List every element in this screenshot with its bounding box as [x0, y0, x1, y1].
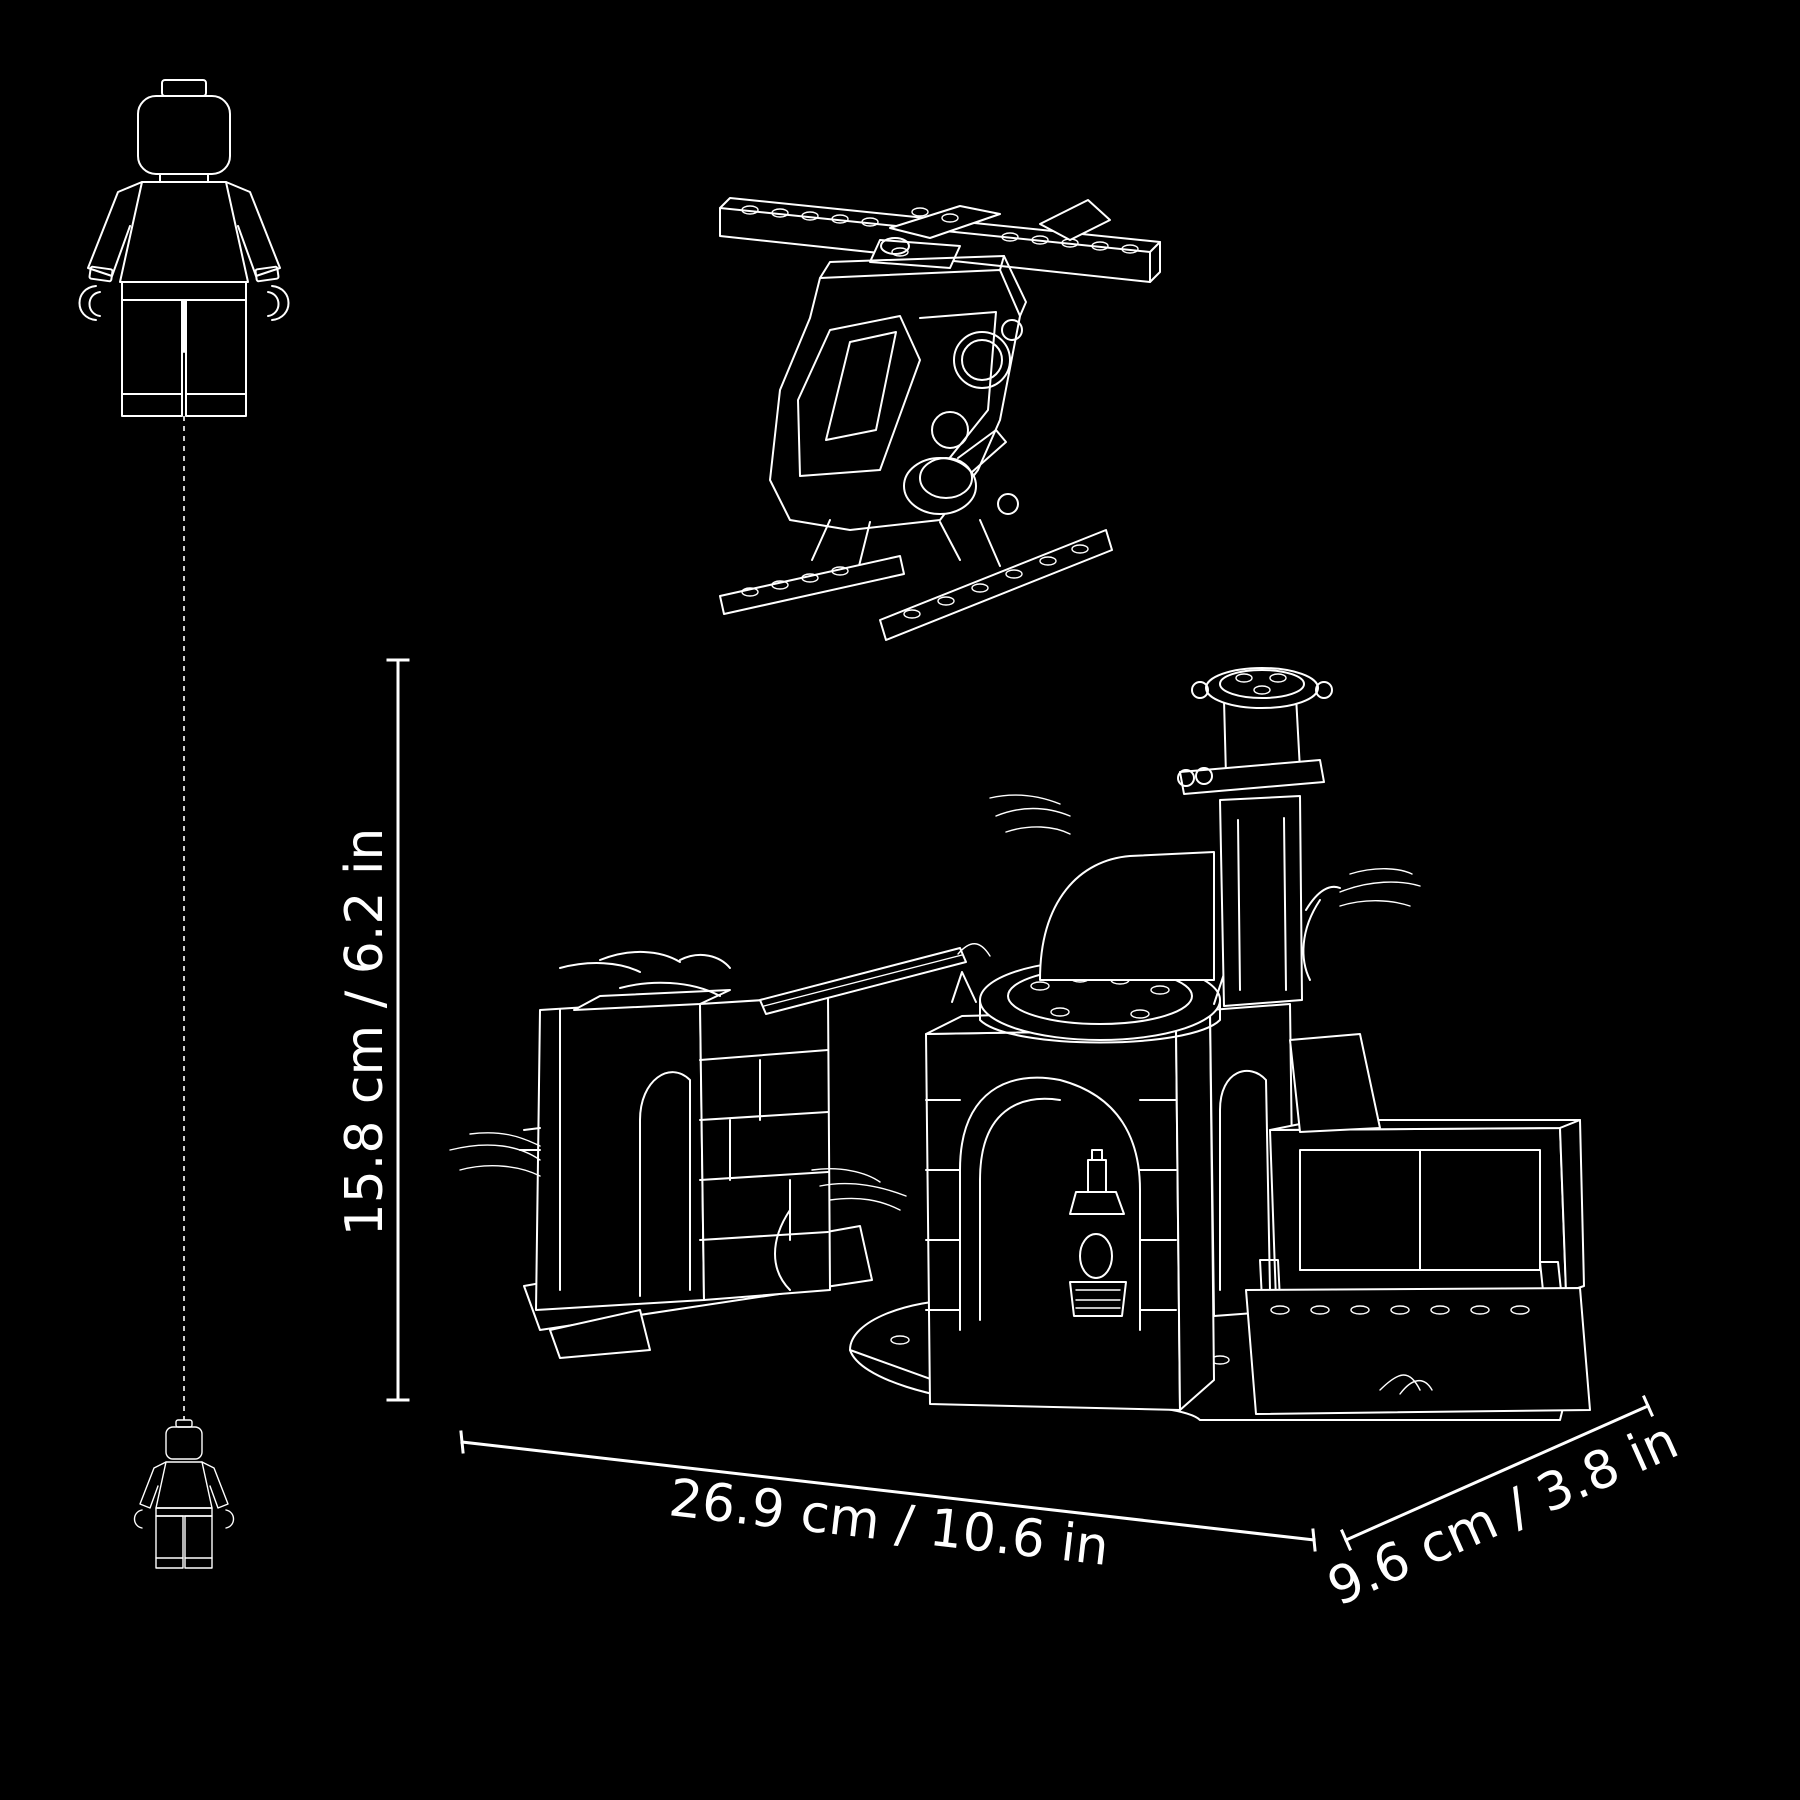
temple-model-icon	[449, 667, 1591, 1421]
width-label: 26.9 cm / 10.6 in	[666, 1468, 1112, 1578]
minifigure-small-icon	[133, 1419, 235, 1569]
helicopter-model-icon	[719, 197, 1161, 641]
width-dimension	[459, 1430, 1317, 1552]
depth-dimension	[1340, 1395, 1654, 1551]
height-dimension	[386, 658, 410, 1402]
depth-label: 9.6 cm / 3.8 in	[1319, 1411, 1687, 1619]
height-label: 15.8 cm / 6.2 in	[335, 828, 395, 1237]
minifigure-large-icon	[78, 79, 290, 417]
